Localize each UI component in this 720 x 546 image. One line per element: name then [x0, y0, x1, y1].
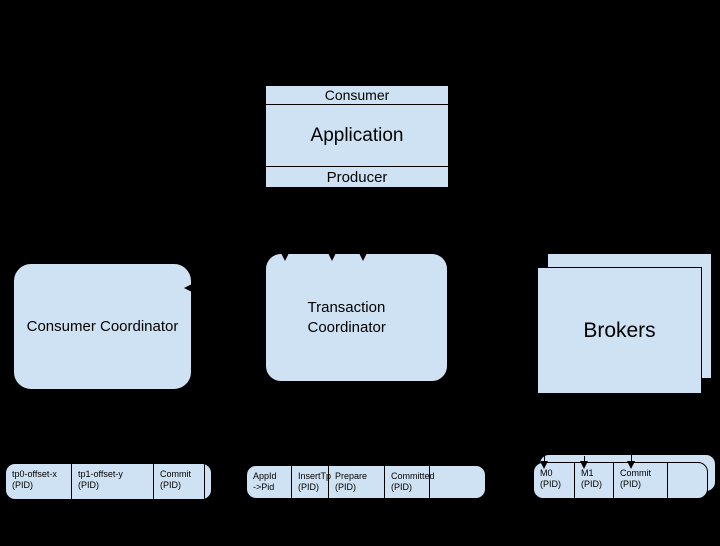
broker-log-strip: M0 (PID) M1 (PID) Commit (PID) — [533, 462, 708, 499]
log-cell: M0 (PID) — [534, 463, 575, 498]
application-section: Application — [266, 105, 448, 166]
arrow-stem — [584, 456, 585, 462]
brokers-label: Brokers — [583, 318, 656, 342]
log-cell: InsertTp (PID) — [292, 466, 331, 498]
consumer-coordinator-label: Consumer Coordinator — [26, 318, 179, 335]
log-cell: Prepare (PID) — [329, 466, 385, 498]
application-label: Application — [310, 124, 404, 146]
producer-label: Producer — [326, 168, 388, 186]
log-cell: Committed (PID) — [385, 466, 435, 498]
transaction-coordinator-node: Transaction Coordinator — [265, 253, 448, 382]
consumer-section: Consumer — [266, 86, 448, 105]
brokers-node: Brokers — [537, 267, 702, 394]
transaction-log-strip: AppId ->Pid InsertTp (PID) Prepare (PID)… — [246, 465, 486, 499]
log-cell: AppId ->Pid — [247, 466, 292, 498]
arrowhead-down-icon — [359, 253, 367, 261]
arrowhead-down-icon — [580, 461, 588, 469]
arrowhead-down-icon — [281, 253, 289, 261]
producer-section: Producer — [266, 166, 448, 187]
consumer-coordinator-node: Consumer Coordinator — [13, 263, 192, 390]
arrowhead-left-icon — [184, 284, 192, 292]
offsets-log-strip: tp0-offset-x (PID) tp1-offset-y (PID) Co… — [5, 463, 212, 500]
arrowhead-down-icon — [328, 253, 336, 261]
log-cell: M1 (PID) — [575, 463, 614, 498]
transaction-coordinator-label: Transaction Coordinator — [307, 298, 386, 336]
log-cell-empty — [430, 466, 485, 498]
arrow-stem — [544, 453, 545, 462]
application-node: Consumer Application Producer — [265, 85, 449, 188]
log-cell-empty — [205, 464, 211, 499]
log-cell: tp1-offset-y (PID) — [72, 464, 154, 499]
log-cell: Commit (PID) — [614, 463, 668, 498]
arrowhead-down-icon — [540, 461, 548, 469]
log-cell: tp0-offset-x (PID) — [6, 464, 72, 499]
arrow-stem — [631, 453, 632, 462]
log-cell: Commit (PID) — [154, 464, 205, 499]
log-cell-empty — [668, 463, 707, 498]
arrowhead-down-icon — [627, 461, 635, 469]
consumer-label: Consumer — [324, 87, 390, 103]
